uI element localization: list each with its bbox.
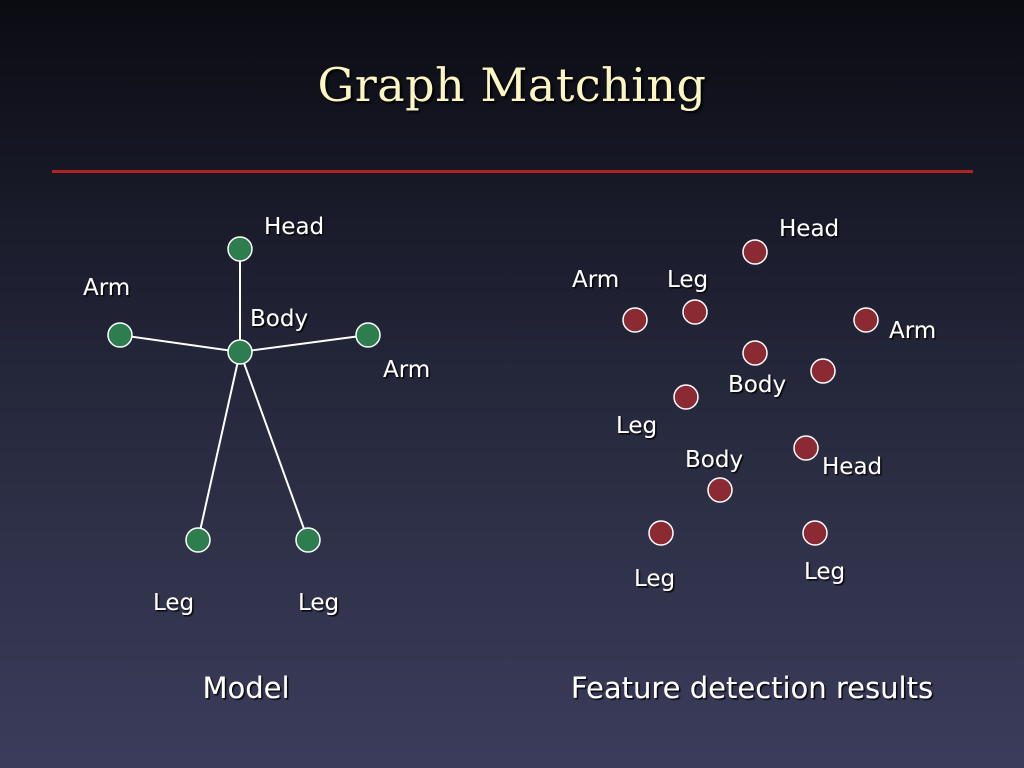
detection-label-leg-4: Leg xyxy=(804,559,845,585)
detection-label-body-2: Body xyxy=(685,447,743,473)
model-label-leg-right: Leg xyxy=(298,590,339,616)
detection-node-leg-2 xyxy=(673,384,699,410)
model-node-head xyxy=(227,236,253,262)
detection-node-arm-2 xyxy=(853,307,879,333)
slide-title: Graph Matching xyxy=(317,58,707,112)
detection-label-leg-3: Leg xyxy=(634,566,675,592)
detection-nodes xyxy=(622,239,879,546)
detection-label-body-1: Body xyxy=(728,372,786,398)
model-nodes xyxy=(107,236,381,553)
detection-labels: Head Arm Leg Arm Body Leg Head Body Leg … xyxy=(572,216,936,592)
model-label-arm-left: Arm xyxy=(83,275,130,301)
model-node-leg-right xyxy=(295,527,321,553)
detection-node-unlabeled xyxy=(810,358,836,384)
model-label-body: Body xyxy=(250,306,308,332)
detection-node-leg-4 xyxy=(802,520,828,546)
detection-label-arm-2: Arm xyxy=(889,318,936,344)
detection-caption: Feature detection results xyxy=(571,671,933,705)
model-graph: Head Body Arm Arm Leg Leg Model xyxy=(83,214,430,705)
edge-body-leg-right xyxy=(239,351,309,541)
detection-node-arm-1 xyxy=(622,307,648,333)
model-node-arm-left xyxy=(107,322,133,348)
detection-node-body-1 xyxy=(742,340,768,366)
detection-label-leg-2: Leg xyxy=(616,413,657,439)
detection-node-leg-1 xyxy=(682,299,708,325)
detection-label-head-2: Head xyxy=(822,454,882,480)
model-label-head: Head xyxy=(264,214,324,240)
model-edges xyxy=(119,249,369,541)
model-labels: Head Body Arm Arm Leg Leg xyxy=(83,214,430,616)
detection-node-body-2 xyxy=(707,477,733,503)
detection-node-head-1 xyxy=(742,239,768,265)
model-caption: Model xyxy=(202,671,289,705)
edge-body-arm-right xyxy=(239,334,369,353)
detection-results: Head Arm Leg Arm Body Leg Head Body Leg … xyxy=(571,216,936,705)
detection-label-leg-1: Leg xyxy=(667,267,708,293)
detection-node-leg-3 xyxy=(648,520,674,546)
title-divider xyxy=(52,170,973,173)
model-node-body xyxy=(227,339,253,365)
edge-body-arm-left xyxy=(119,334,241,353)
detection-node-head-2 xyxy=(793,435,819,461)
model-node-leg-left xyxy=(185,527,211,553)
detection-label-arm-1: Arm xyxy=(572,267,619,293)
model-label-arm-right: Arm xyxy=(383,357,430,383)
model-label-leg-left: Leg xyxy=(153,590,194,616)
edge-body-leg-left xyxy=(197,351,241,541)
detection-label-head-1: Head xyxy=(779,216,839,242)
model-node-arm-right xyxy=(355,322,381,348)
